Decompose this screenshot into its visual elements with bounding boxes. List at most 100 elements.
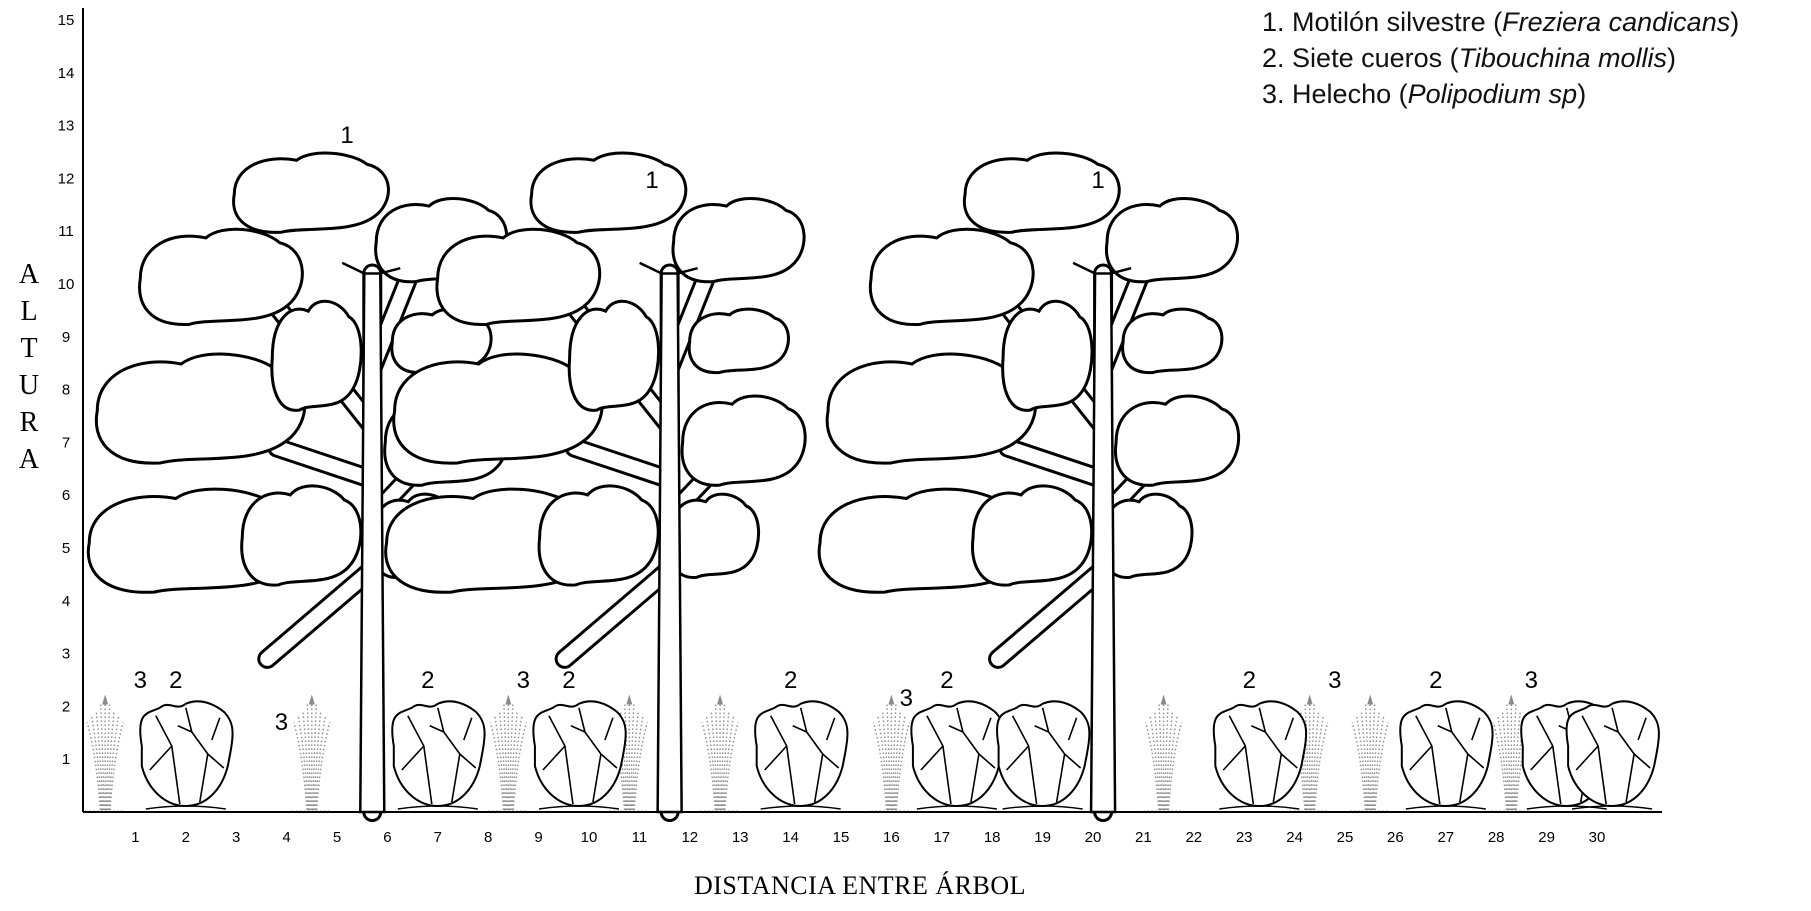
x-tick-label: 2: [182, 829, 190, 846]
species-number-label: 2: [421, 667, 434, 694]
y-tick-label: 11: [58, 223, 74, 240]
legend-scientific-name: Polipodium sp: [1408, 79, 1578, 109]
x-tick-label: 21: [1135, 829, 1152, 846]
y-axis-title-letter: A: [14, 256, 44, 293]
x-tick-label: 22: [1185, 829, 1202, 846]
x-tick-label: 28: [1488, 829, 1505, 846]
x-tick-label: 19: [1034, 829, 1051, 846]
y-axis-title-letter: T: [14, 330, 44, 367]
shrub-plant: [533, 701, 625, 809]
x-tick-label: 13: [732, 829, 749, 846]
legend-scientific-name: Tibouchina mollis: [1459, 43, 1667, 73]
shrub-plant: [755, 701, 847, 809]
x-tick-label: 10: [581, 829, 598, 846]
plants-layer: [85, 153, 1659, 812]
x-tick-label: 11: [632, 829, 648, 846]
species-number-label: 2: [169, 667, 182, 694]
y-tick-label: 9: [62, 329, 70, 346]
y-tick-label: 7: [62, 434, 70, 451]
x-tick-label: 5: [333, 829, 341, 846]
y-tick-label: 14: [58, 65, 75, 82]
shrub-plant: [392, 701, 484, 809]
x-tick-label: 15: [833, 829, 850, 846]
x-axis-title: DISTANCIA ENTRE ÁRBOL: [560, 871, 1160, 901]
legend-item-1: 1. Motilón silvestre (Freziera candicans…: [1262, 4, 1739, 40]
y-tick-label: 3: [62, 646, 70, 663]
fern-plant: [1144, 694, 1184, 811]
y-axis-title-letter: U: [14, 367, 44, 404]
species-number-label: 3: [900, 685, 913, 712]
y-axis-title-letter: A: [14, 441, 44, 478]
species-legend: 1. Motilón silvestre (Freziera candicans…: [1262, 4, 1739, 112]
legend-number: 1.: [1262, 7, 1285, 37]
species-number-label: 3: [275, 709, 288, 736]
x-tick-label: 23: [1236, 829, 1253, 846]
x-tick-label: 26: [1387, 829, 1404, 846]
species-number-label: 3: [517, 667, 530, 694]
x-tick-label: 27: [1437, 829, 1454, 846]
species-number-label: 2: [784, 667, 797, 694]
x-tick-label: 4: [282, 829, 290, 846]
shrub-plant: [1400, 701, 1492, 809]
legend-number: 3.: [1262, 79, 1285, 109]
x-tick-label: 24: [1286, 829, 1303, 846]
x-tick-label: 29: [1538, 829, 1555, 846]
legend-item-3: 3. Helecho (Polipodium sp): [1262, 76, 1739, 112]
y-tick-label: 2: [62, 698, 70, 715]
legend-common-name: Helecho: [1292, 79, 1391, 109]
species-number-label: 1: [1091, 167, 1104, 194]
legend-item-2: 2. Siete cueros (Tibouchina mollis): [1262, 40, 1739, 76]
species-number-label: 2: [1429, 667, 1442, 694]
x-tick-label: 25: [1337, 829, 1354, 846]
legend-common-name: Siete cueros: [1292, 43, 1442, 73]
y-tick-label: 12: [58, 170, 75, 187]
species-number-label: 2: [1243, 667, 1256, 694]
species-number-label: 3: [1525, 667, 1538, 694]
y-tick-label: 1: [62, 751, 70, 768]
y-axis-title-letter: L: [14, 293, 44, 330]
x-tick-label: 16: [883, 829, 900, 846]
fern-plant: [1350, 694, 1390, 811]
x-tick-label: 3: [232, 829, 240, 846]
species-number-label: 1: [645, 167, 658, 194]
legend-scientific-name: Freziera candicans: [1502, 7, 1730, 37]
x-tick-label: 14: [782, 829, 799, 846]
x-tick-label: 7: [434, 829, 442, 846]
fern-plant: [488, 694, 528, 811]
shrub-plant: [997, 701, 1089, 809]
x-tick-label: 12: [681, 829, 698, 846]
y-tick-label: 6: [62, 487, 70, 504]
species-number-label: 3: [1328, 667, 1341, 694]
species-number-label: 2: [940, 667, 953, 694]
fern-plant: [292, 694, 332, 811]
x-tick-label: 1: [131, 829, 139, 846]
y-tick-label: 15: [58, 12, 75, 29]
shrub-plant: [911, 701, 1003, 809]
y-axis-title-letter: R: [14, 404, 44, 441]
y-tick-label: 10: [58, 276, 75, 293]
x-tick-label: 20: [1085, 829, 1102, 846]
x-tick-label: 6: [383, 829, 391, 846]
y-axis-title: A L T U R A: [14, 256, 44, 478]
shrub-plant: [1214, 701, 1306, 809]
x-tick-label: 17: [933, 829, 950, 846]
species-number-label: 3: [134, 667, 147, 694]
fern-plant: [700, 694, 740, 811]
fern-plant: [85, 694, 125, 811]
legend-number: 2.: [1262, 43, 1285, 73]
y-tick-label: 4: [62, 593, 70, 610]
x-tick-label: 9: [534, 829, 542, 846]
x-tick-label: 18: [984, 829, 1001, 846]
y-tick-label: 13: [58, 118, 75, 135]
species-number-label: 1: [340, 122, 353, 149]
y-tick-label: 5: [62, 540, 70, 557]
y-tick-label: 8: [62, 382, 70, 399]
x-tick-label: 8: [484, 829, 492, 846]
legend-common-name: Motilón silvestre: [1292, 7, 1486, 37]
species-number-label: 2: [562, 667, 575, 694]
x-tick-label: 30: [1589, 829, 1606, 846]
